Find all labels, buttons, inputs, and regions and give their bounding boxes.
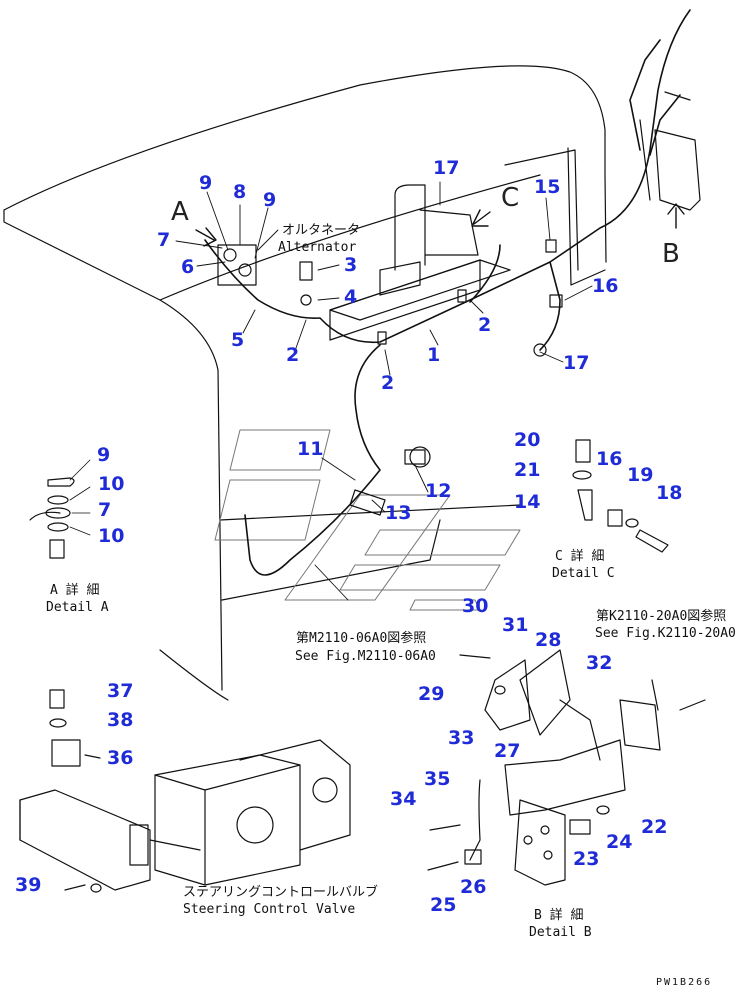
callout-14: 14	[514, 491, 541, 513]
callout-20: 20	[514, 429, 541, 451]
callout-11: 11	[297, 438, 324, 460]
callout-1: 1	[427, 344, 441, 366]
detail-a-title-jp: A 詳 細	[50, 583, 100, 598]
see-fig-m-en: See Fig.M2110-06A0	[295, 649, 436, 664]
detail-b-title-jp: B 詳 細	[534, 908, 584, 923]
detail-a-parts	[29, 459, 91, 559]
leader-lines	[175, 181, 593, 601]
callout-2: 2	[478, 314, 492, 336]
view-label-a: A	[171, 197, 189, 227]
callout-10: 10	[98, 525, 125, 547]
callout-33: 33	[448, 727, 475, 749]
callout-28: 28	[535, 629, 562, 651]
wire-harness	[204, 9, 691, 576]
callout-39: 39	[15, 874, 42, 896]
callout-2: 2	[381, 372, 395, 394]
callout-34: 34	[390, 788, 417, 810]
detail-b-title-en: Detail B	[529, 925, 592, 940]
callout-2: 2	[286, 344, 300, 366]
callout-16: 16	[592, 275, 619, 297]
callout-13: 13	[385, 502, 412, 524]
detail-c-parts	[572, 439, 669, 553]
callout-10: 10	[98, 473, 125, 495]
right-bracket-assembly	[639, 91, 701, 211]
steering-valve-label-en: Steering Control Valve	[183, 902, 356, 917]
callout-25: 25	[430, 894, 457, 916]
callout-26: 26	[460, 876, 487, 898]
callout-3: 3	[344, 254, 358, 276]
callout-15: 15	[534, 176, 561, 198]
callout-17: 17	[563, 352, 590, 374]
callout-22: 22	[641, 816, 668, 838]
callout-5: 5	[231, 329, 245, 351]
callout-32: 32	[586, 652, 613, 674]
callout-23: 23	[573, 848, 600, 870]
view-arrows	[195, 203, 685, 247]
see-fig-k-en: See Fig.K2110-20A0	[595, 626, 736, 641]
detail-b-parts	[427, 649, 706, 886]
callout-4: 4	[344, 286, 358, 308]
view-label-c: C	[501, 183, 520, 213]
callout-38: 38	[107, 709, 134, 731]
callout-16: 16	[596, 448, 623, 470]
callout-18: 18	[656, 482, 683, 504]
callout-8: 8	[233, 181, 247, 203]
callout-37: 37	[107, 680, 134, 702]
detail-c-title-en: Detail C	[552, 566, 615, 581]
callout-27: 27	[494, 740, 521, 762]
callout-7: 7	[157, 229, 171, 251]
callout-19: 19	[627, 464, 654, 486]
callout-30: 30	[462, 595, 489, 617]
view-label-b: B	[662, 239, 680, 269]
callout-21: 21	[514, 459, 541, 481]
callout-17: 17	[433, 157, 460, 179]
see-fig-k-jp: 第K2110-20A0図参照	[596, 609, 727, 624]
alternator-label-jp: オルタネータ	[282, 223, 361, 238]
clips	[217, 239, 563, 516]
alternator-label-en: Alternator	[278, 240, 357, 255]
callout-24: 24	[606, 831, 633, 853]
steering-valve-label-jp: ステアリングコントロールバルブ	[183, 885, 379, 900]
callout-7: 7	[98, 499, 112, 521]
watermark-logo	[214, 429, 521, 611]
machine-body-outline	[3, 65, 607, 701]
see-fig-m-jp: 第M2110-06A0図参照	[296, 631, 427, 646]
detail-a-title-en: Detail A	[46, 600, 109, 615]
callout-9: 9	[199, 172, 213, 194]
callout-12: 12	[425, 480, 452, 502]
callout-9: 9	[97, 444, 111, 466]
detail-c-title-jp: C 詳 細	[555, 549, 605, 564]
callout-35: 35	[424, 768, 451, 790]
steering-valve-assembly	[19, 689, 351, 893]
callout-9: 9	[263, 189, 277, 211]
callout-36: 36	[107, 747, 134, 769]
callout-31: 31	[502, 614, 529, 636]
drawing-reference: PW1B266	[656, 977, 713, 987]
callout-6: 6	[181, 256, 195, 278]
callout-29: 29	[418, 683, 445, 705]
